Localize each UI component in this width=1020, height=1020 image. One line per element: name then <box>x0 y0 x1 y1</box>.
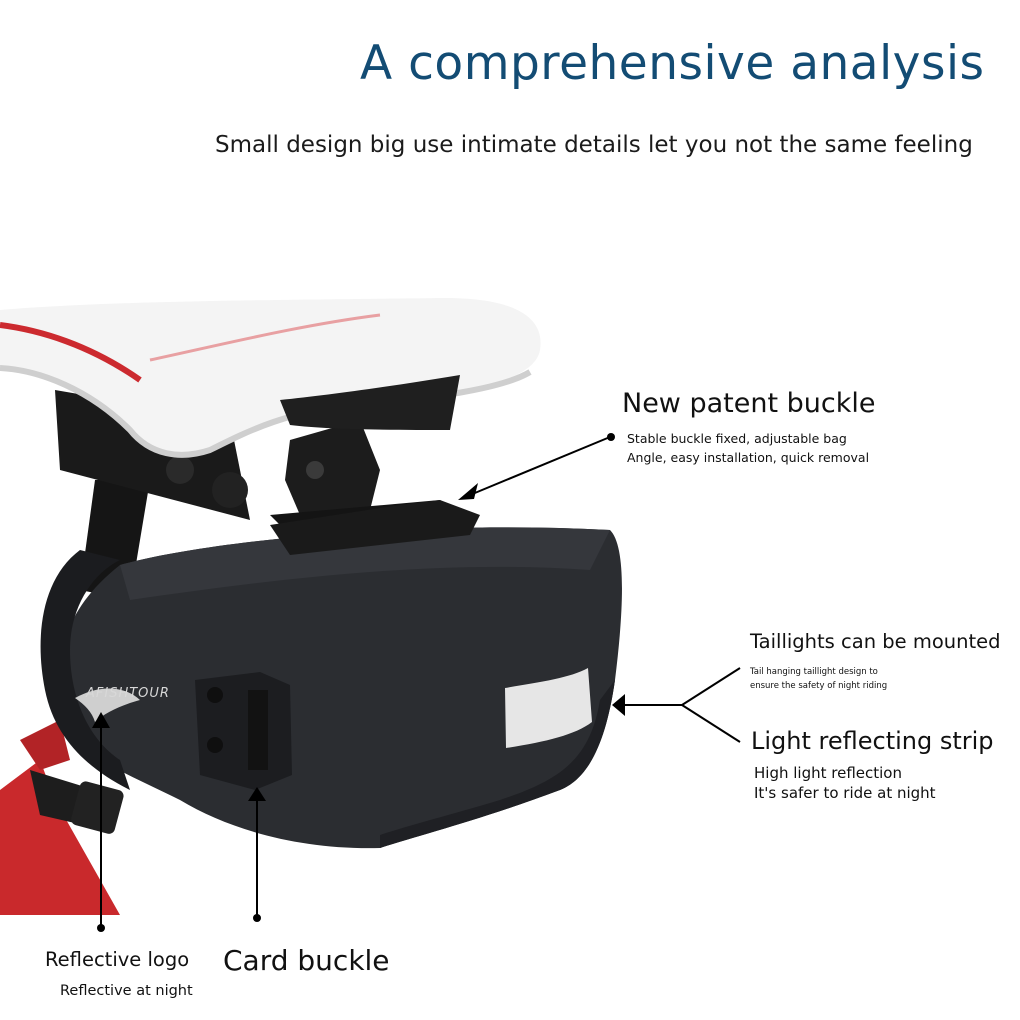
page-title: A comprehensive analysis <box>360 36 985 91</box>
callout-text-taillights-2: ensure the safety of night riding <box>750 681 888 691</box>
callout-text-reflective-logo: Reflective at night <box>60 983 193 999</box>
page-subtitle: Small design big use intimate details le… <box>215 132 973 158</box>
callout-title-reflecting-strip: Light reflecting strip <box>751 727 994 755</box>
callout-arrows <box>92 483 625 801</box>
callout-text-reflecting-strip-2: It's safer to ride at night <box>754 784 936 802</box>
saddle <box>0 297 541 458</box>
callout-title-reflective-logo: Reflective logo <box>45 948 190 971</box>
bike-frame <box>0 720 124 915</box>
callout-title-patent-buckle: New patent buckle <box>622 388 876 419</box>
callout-title-taillights: Taillights can be mounted <box>750 630 1001 653</box>
callout-lines <box>100 436 741 928</box>
callout-text-taillights-1: Tail hanging taillight design to <box>750 667 878 677</box>
callout-dots <box>97 433 615 932</box>
callout-text-patent-buckle-1: Stable buckle fixed, adjustable bag <box>627 431 847 446</box>
callout-title-card-buckle: Card buckle <box>223 944 390 977</box>
brand-logo-text: AFISHTOUR <box>86 686 170 701</box>
saddle-bag <box>40 500 622 849</box>
callout-text-patent-buckle-2: Angle, easy installation, quick removal <box>627 450 870 465</box>
callout-text-reflecting-strip-1: High light reflection <box>754 764 902 782</box>
brand-logo-swoosh <box>75 688 140 722</box>
